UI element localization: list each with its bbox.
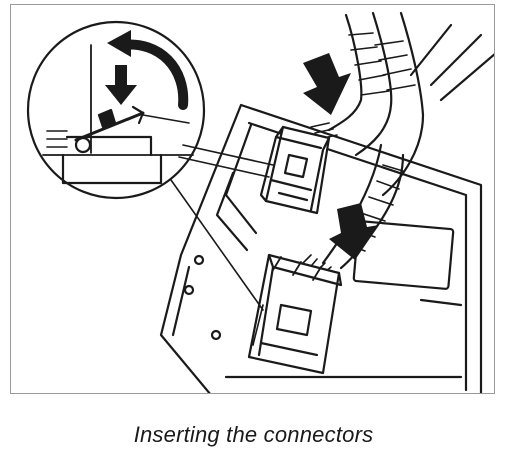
figure-caption: Inserting the connectors bbox=[133, 422, 374, 447]
down-arrow-icon bbox=[329, 203, 379, 260]
down-arrow-icon bbox=[303, 53, 351, 115]
connector-installation-drawing bbox=[26, 11, 494, 393]
detail-callout bbox=[26, 20, 274, 311]
curved-arrow-icon bbox=[107, 30, 189, 110]
down-arrow-icon bbox=[105, 65, 137, 105]
lower-connector bbox=[247, 253, 343, 375]
upper-connector bbox=[259, 125, 331, 215]
technical-illustration bbox=[10, 4, 495, 394]
